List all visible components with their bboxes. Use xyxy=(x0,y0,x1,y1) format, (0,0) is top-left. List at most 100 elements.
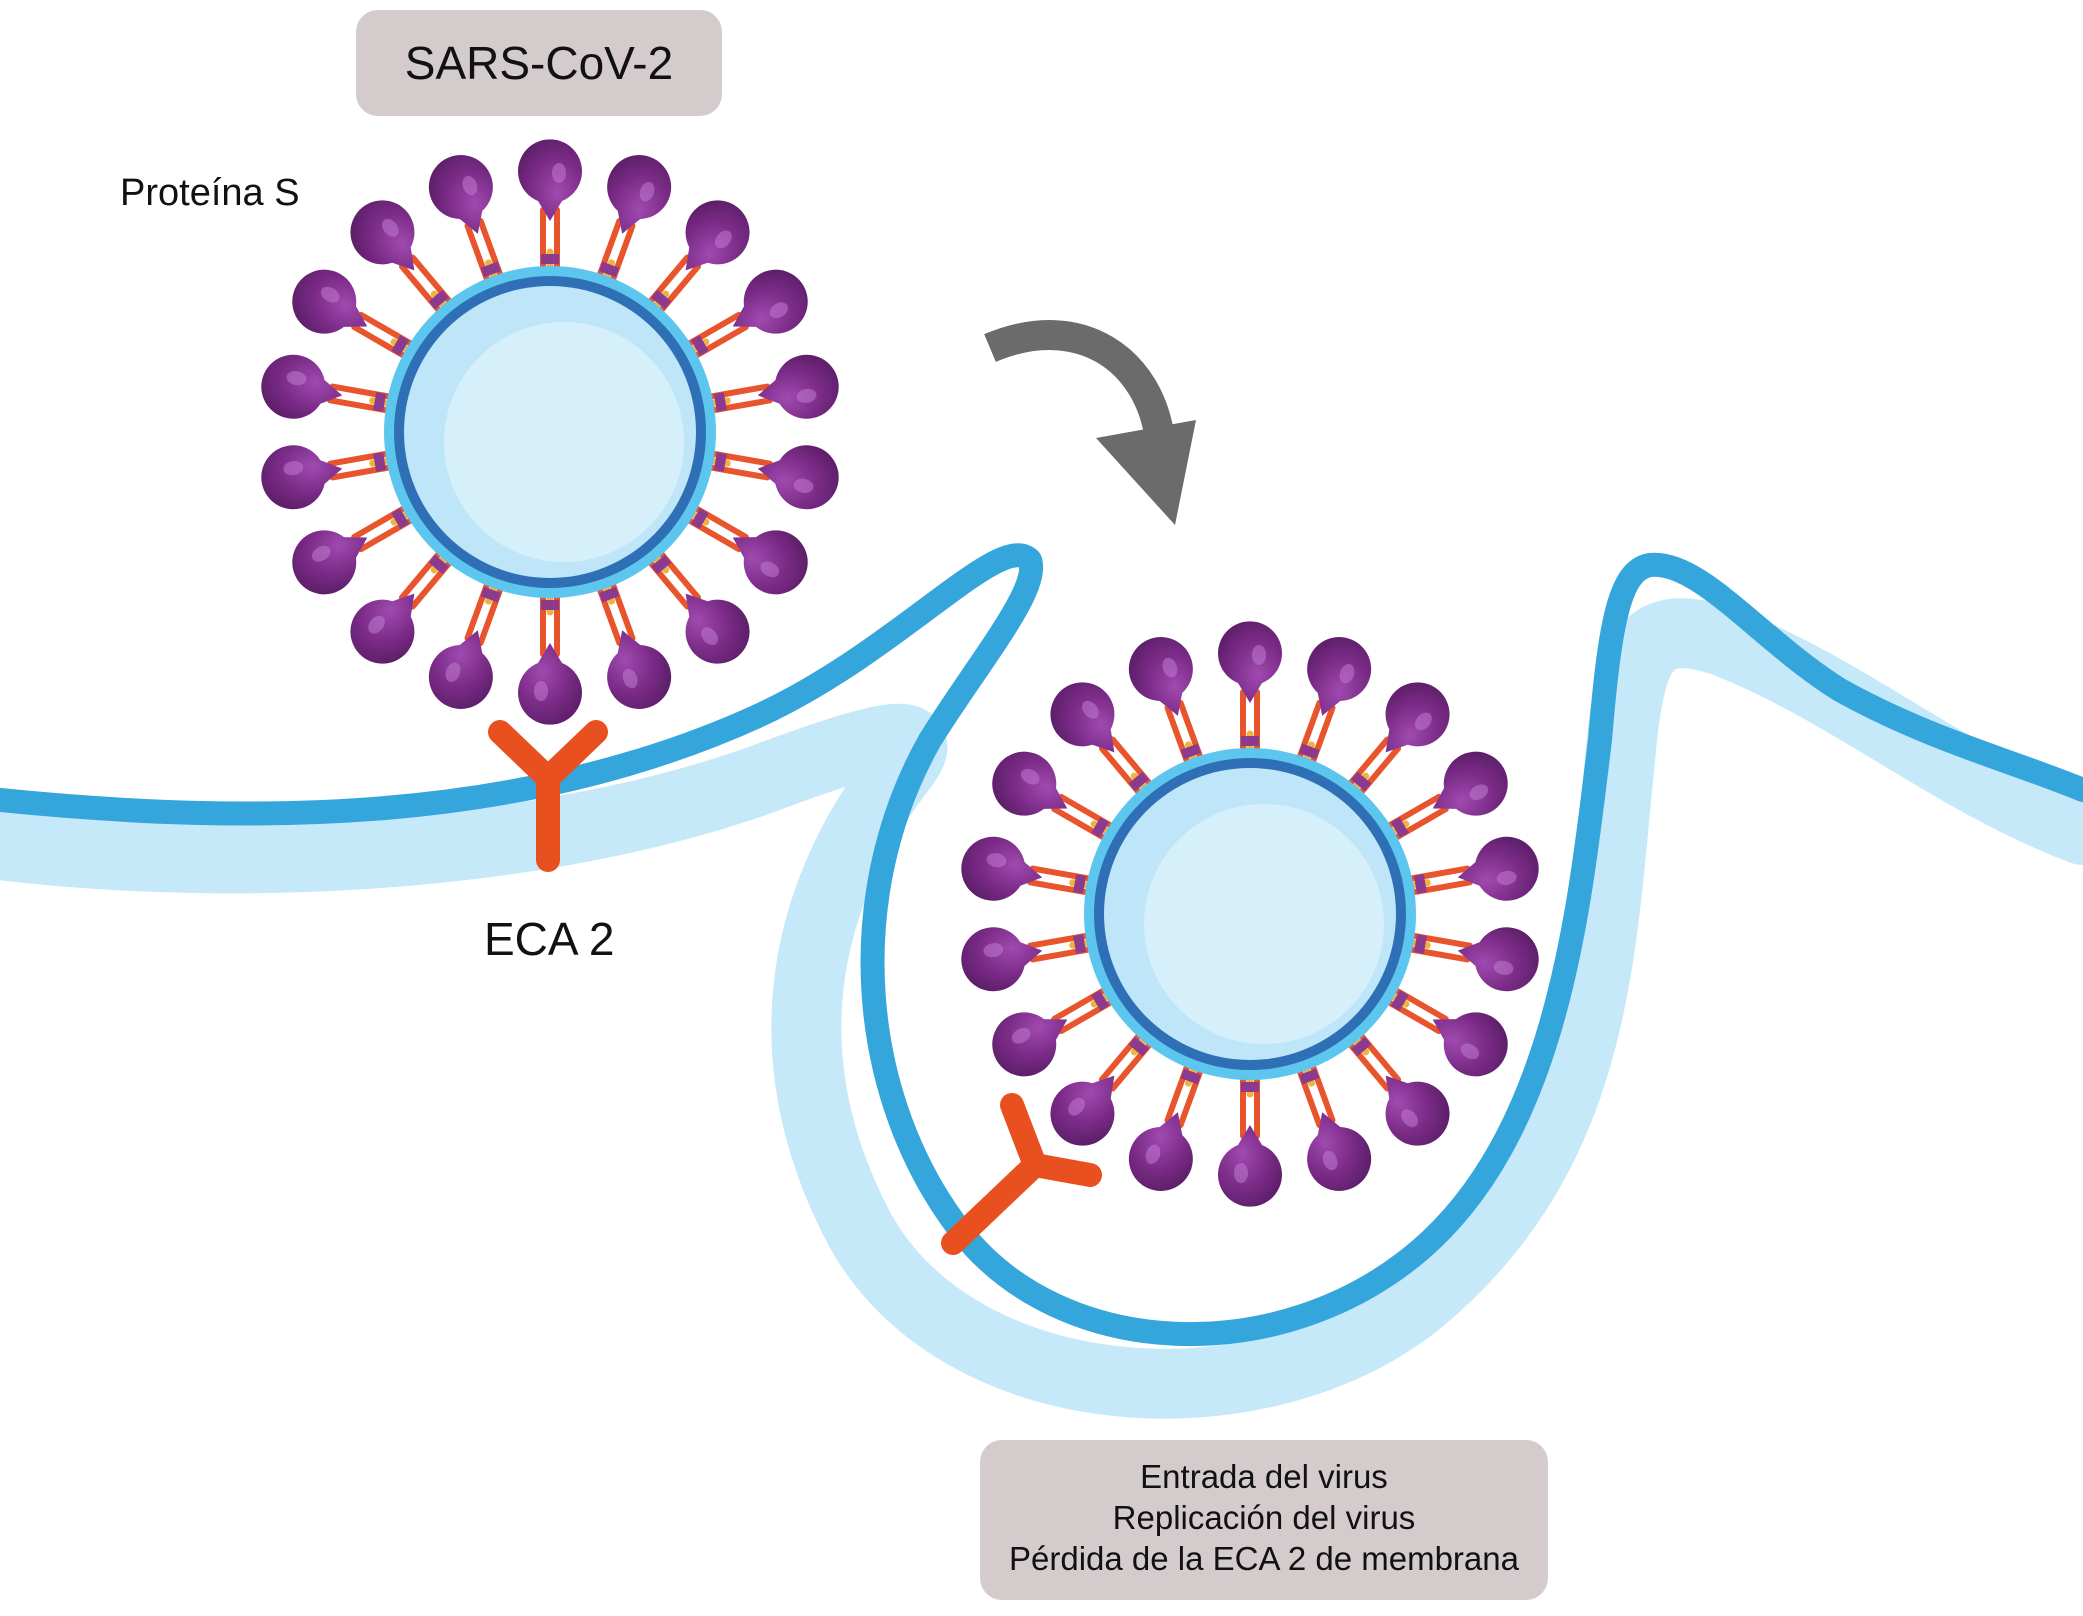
spike-protein-head xyxy=(685,593,750,664)
spike-protein-head xyxy=(518,139,582,221)
spike-stalk-band xyxy=(1128,1036,1149,1057)
spike-stalk-band xyxy=(373,392,387,412)
spike-head-shine xyxy=(1415,712,1432,731)
ace2-receptor-bound xyxy=(488,720,608,872)
spike-stalk-band xyxy=(391,335,410,356)
spike-stalk-band xyxy=(1351,771,1372,792)
spike-head-shape xyxy=(350,200,415,271)
spike-stalk-band xyxy=(1180,1068,1201,1085)
spike-head-shape xyxy=(1050,1075,1115,1146)
spike-stalk-band xyxy=(713,452,727,472)
spike-stalk-band xyxy=(1091,817,1110,838)
spike-head-shape xyxy=(961,836,1043,901)
spike-protein-head xyxy=(1457,836,1539,901)
spike-head-shine xyxy=(534,681,548,701)
spike-protein-head xyxy=(1128,1112,1193,1191)
spike-protein-head xyxy=(732,269,808,334)
spike-stalk-band xyxy=(1351,1036,1372,1057)
spike-protein-head xyxy=(961,836,1043,901)
spike-stalk-band xyxy=(1299,1068,1320,1085)
spike-head-shape xyxy=(1307,1112,1372,1191)
spike-head-shine xyxy=(715,230,732,249)
virion-internalized xyxy=(961,621,1539,1207)
spike-head-shape xyxy=(428,630,493,709)
result-line-loss: Pérdida de la ECA 2 de membrana xyxy=(1009,1540,1519,1577)
spike-head-shape xyxy=(607,630,672,709)
spike-protein-head xyxy=(1307,637,1372,716)
spike-stalk-band xyxy=(1299,743,1320,760)
spike-protein-head xyxy=(1457,927,1539,992)
spike-protein-head xyxy=(1307,1112,1372,1191)
spike-head-shape xyxy=(1432,1012,1508,1077)
spike-head-shape xyxy=(732,530,808,595)
spike-head-shine xyxy=(1496,870,1517,885)
spike-stalk-band xyxy=(373,452,387,472)
spike-head-shape xyxy=(261,354,343,419)
spike-head-shine xyxy=(283,461,304,476)
spike-stalk-band xyxy=(599,261,620,278)
spike-head-shape xyxy=(685,593,750,664)
spike-head-shape xyxy=(518,139,582,221)
spike-stalk-band xyxy=(1073,934,1087,954)
spike-head-shine xyxy=(701,627,718,646)
spike-protein-head xyxy=(1385,1075,1450,1146)
spike-protein-head xyxy=(518,643,582,725)
result-line-entry: Entrada del virus xyxy=(1140,1458,1388,1495)
spike-protein-head xyxy=(1218,1125,1282,1207)
spike-head-shape xyxy=(1457,836,1539,901)
receptor-label: ECA 2 xyxy=(484,913,615,965)
spike-protein-head xyxy=(1050,1075,1115,1146)
spike-protein-head xyxy=(757,354,839,419)
spike-head-shape xyxy=(1385,1075,1450,1146)
spike-stalk-band xyxy=(1073,874,1087,894)
spike-head-shape xyxy=(1432,751,1508,816)
virion-free xyxy=(261,139,839,725)
spike-protein-head xyxy=(992,1012,1068,1077)
spike-head-shape xyxy=(1218,621,1282,703)
result-label-box: Entrada del virus Replicación del virus … xyxy=(980,1440,1548,1600)
spike-protein-head xyxy=(1432,751,1508,816)
spike-head-shine xyxy=(1469,784,1489,801)
spike-head-shape xyxy=(757,445,839,510)
spike-head-shine xyxy=(986,853,1007,868)
spike-head-shine xyxy=(462,175,478,196)
spike-head-shine xyxy=(1460,1043,1480,1060)
spike-protein-head xyxy=(292,530,368,595)
membrane-dark-line xyxy=(0,543,2083,1347)
spike-head-shine xyxy=(1020,768,1040,785)
spike-stalk-band xyxy=(1390,990,1409,1011)
spike-head-shine xyxy=(1068,1097,1085,1116)
spike-protein-head xyxy=(607,630,672,709)
spike-head-shine xyxy=(311,545,331,562)
spike-head-shine xyxy=(445,662,461,682)
spike-stalk-band xyxy=(1180,743,1201,760)
spike-head-shine xyxy=(793,478,814,493)
spike-stalk-band xyxy=(651,554,672,575)
spike-protein-head xyxy=(1128,637,1193,716)
spike-stalk-band xyxy=(1390,817,1409,838)
cell-membrane xyxy=(0,543,2083,1419)
spike-protein-head xyxy=(732,530,808,595)
spike-protein-head xyxy=(1432,1012,1508,1077)
spike-head-shape xyxy=(757,354,839,419)
spike-head-shine xyxy=(1339,664,1355,684)
spike-head-shape xyxy=(1385,682,1450,753)
spike-head-shape xyxy=(1128,1112,1193,1191)
spike-protein-head xyxy=(757,445,839,510)
ace2-receptor-internalized xyxy=(941,1093,1102,1255)
spike-protein-head xyxy=(685,200,750,271)
spike-head-shape xyxy=(1050,682,1115,753)
curved-arrow-icon xyxy=(984,320,1196,525)
spike-stalk-band xyxy=(391,508,410,529)
title-label-box: SARS-CoV-2 xyxy=(356,10,722,116)
spike-head-shape xyxy=(992,1012,1068,1077)
spike-head-shape xyxy=(732,269,808,334)
spike-head-shine xyxy=(1011,1027,1031,1044)
spike-head-shine xyxy=(760,561,780,578)
spike-head-shine xyxy=(368,615,385,634)
spike-stalk-band xyxy=(690,335,709,356)
result-line-replication: Replicación del virus xyxy=(1112,1499,1416,1536)
spike-protein-head xyxy=(292,269,368,334)
